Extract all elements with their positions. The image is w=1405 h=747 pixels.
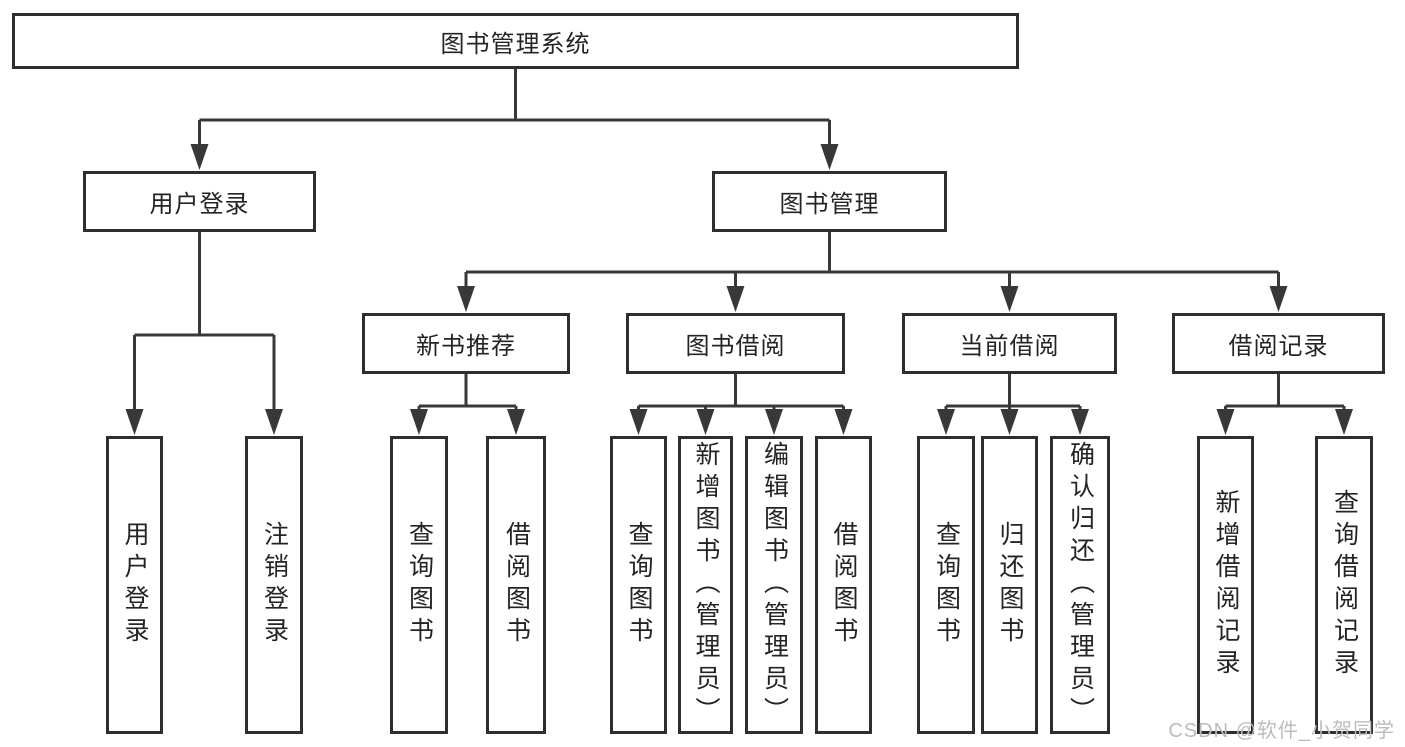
node-leaf-query-books-2: 查询图书 [610,436,667,734]
node-leaf-logout: 注销登录 [245,436,303,734]
node-label: 借阅图书 [830,521,858,649]
node-label: 查询借阅记录 [1330,489,1359,681]
node-borrow-records: 借阅记录 [1172,313,1385,374]
node-label: 确认归还（管理员） [1066,441,1095,729]
node-current-borrow: 当前借阅 [902,313,1117,374]
node-label: 图书借阅 [685,333,786,360]
node-label: 借阅图书 [502,521,531,649]
node-label: 借阅记录 [1228,333,1329,360]
node-leaf-return-books: 归还图书 [981,436,1038,734]
node-leaf-user-login: 用户登录 [106,436,163,734]
node-leaf-borrow-books-1: 借阅图书 [486,436,546,734]
node-leaf-borrow-books-2: 借阅图书 [815,436,872,734]
node-label: 注销登录 [260,521,289,649]
node-leaf-confirm-return: 确认归还（管理员） [1050,436,1110,734]
node-user-login: 用户登录 [83,171,316,232]
node-label: 用户登录 [121,521,149,649]
node-label: 图书管理 [779,191,880,218]
node-leaf-query-books-3: 查询图书 [917,436,975,734]
node-label: 查询图书 [405,521,434,649]
node-label: 查询图书 [932,521,961,649]
node-label: 用户登录 [149,191,250,218]
node-leaf-edit-books: 编辑图书（管理员） [745,436,803,734]
node-book-borrow: 图书借阅 [626,313,845,374]
node-leaf-add-record: 新增借阅记录 [1197,436,1254,734]
node-label: 查询图书 [625,521,653,649]
node-label: 新增借阅记录 [1212,489,1240,681]
node-book-mgmt: 图书管理 [712,171,947,232]
node-label: 归还图书 [996,521,1024,649]
node-label: 新书推荐 [416,333,516,360]
node-root: 图书管理系统 [12,13,1019,69]
node-label: 编辑图书（管理员） [760,441,789,729]
node-new-book-rec: 新书推荐 [362,313,570,374]
csdn-watermark: CSDN @软件_小贺同学 [1168,720,1395,742]
node-leaf-add-books: 新增图书（管理员） [678,436,733,734]
node-label: 图书管理系统 [440,30,591,58]
node-leaf-query-record: 查询借阅记录 [1315,436,1373,734]
node-leaf-query-books-1: 查询图书 [390,436,448,734]
node-label: 新增图书（管理员） [692,441,720,729]
node-label: 当前借阅 [959,333,1060,360]
